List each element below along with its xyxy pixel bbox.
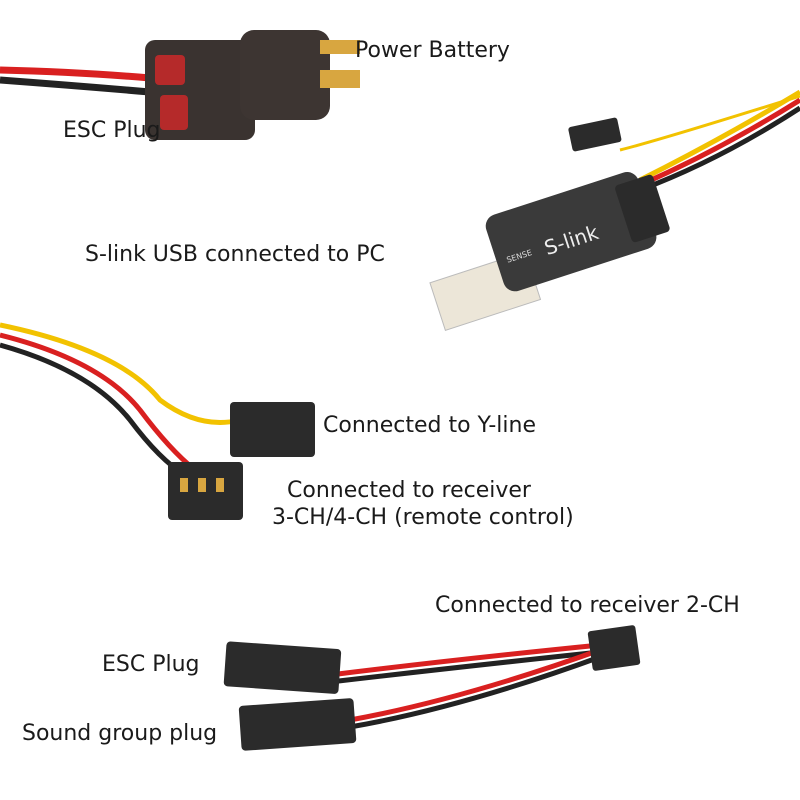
label-receiver-2ch: Connected to receiver 2-CH: [435, 593, 740, 618]
t-plug-adapter: [0, 30, 360, 140]
label-esc-plug-bottom: ESC Plug: [102, 652, 200, 677]
y-line-connector: [230, 402, 315, 457]
y-cable: [223, 625, 641, 751]
label-y-line: Connected to Y-line: [323, 413, 537, 438]
label-esc-plug-top: ESC Plug: [63, 118, 161, 143]
label-power-battery: Power Battery: [355, 38, 510, 63]
label-receiver-34ch-2: 3-CH/4-CH (remote control): [272, 505, 574, 530]
label-sound-group-plug: Sound group plug: [22, 721, 218, 746]
label-receiver-34ch-1: Connected to receiver: [287, 478, 531, 503]
label-slink-usb: S-link USB connected to PC: [85, 242, 385, 267]
middle-cable: [0, 322, 315, 520]
s-link-usb: SENSE S-link: [429, 89, 800, 331]
